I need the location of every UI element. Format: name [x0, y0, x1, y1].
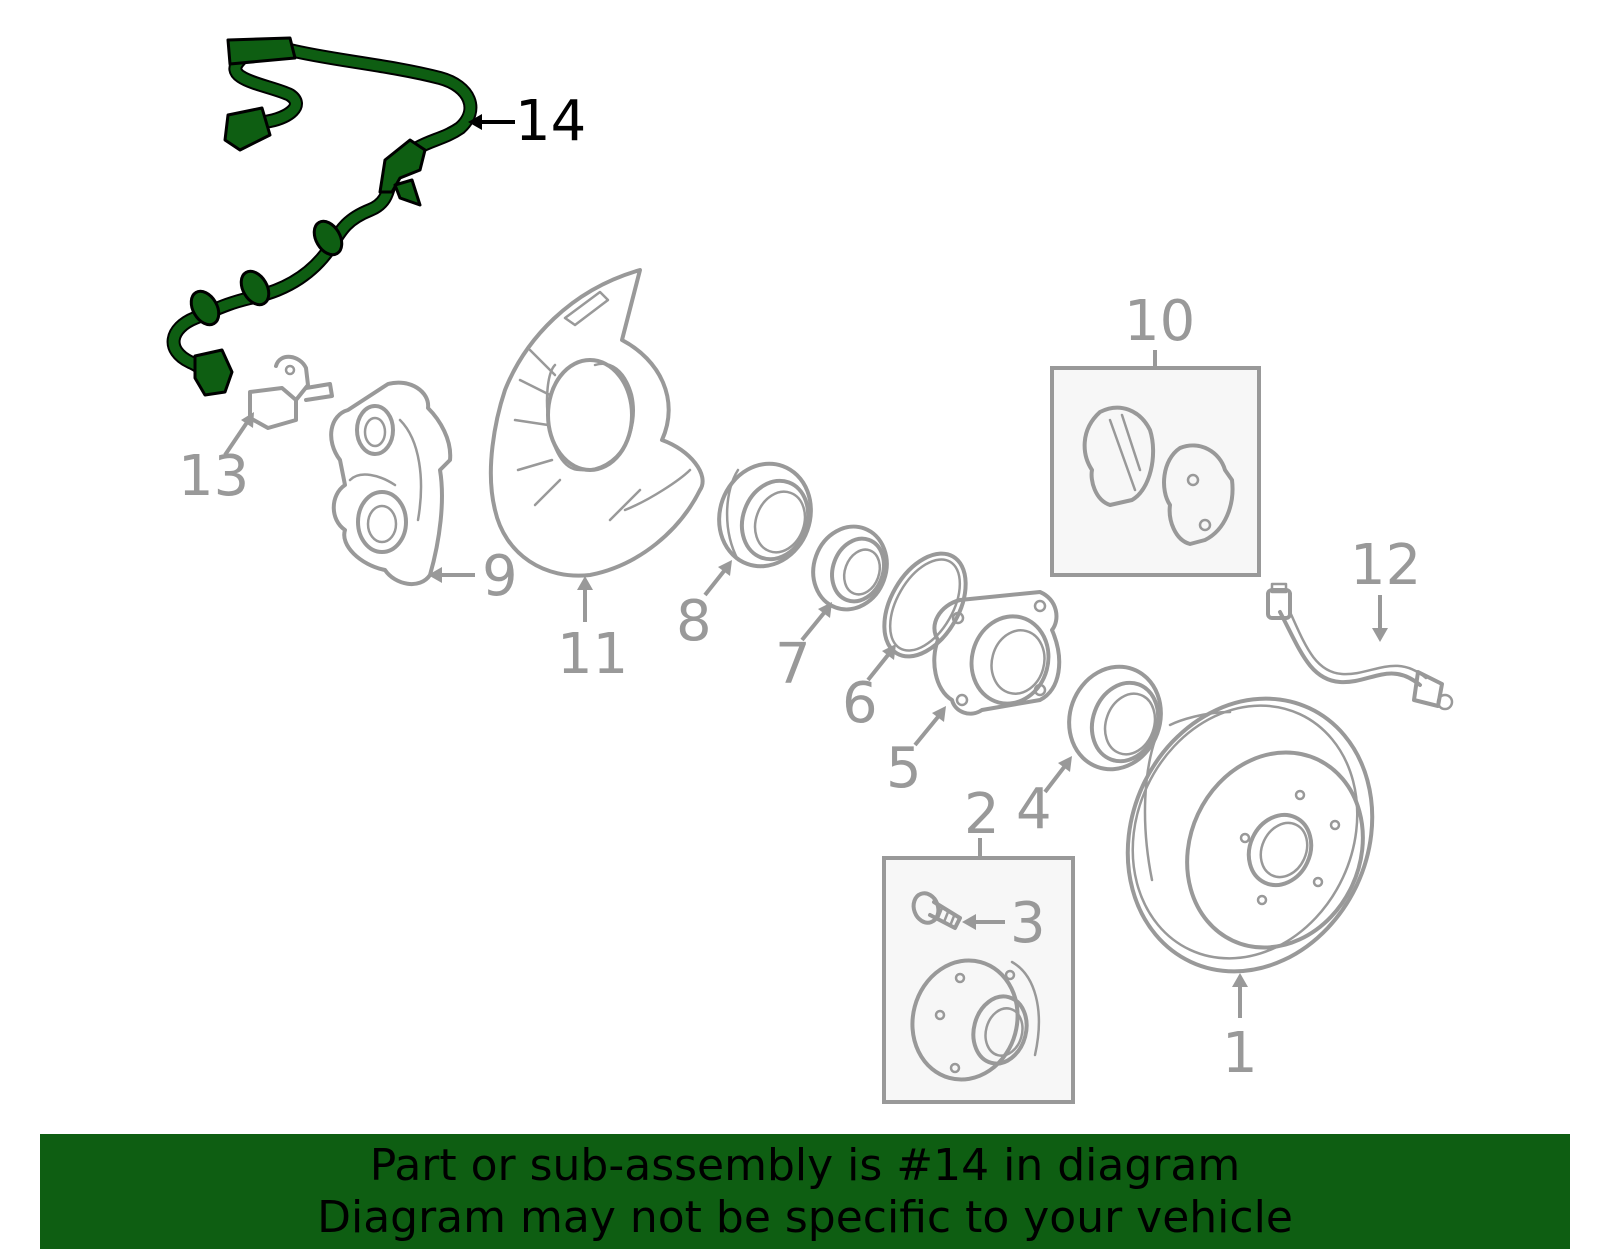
callout-7: 7 [775, 602, 832, 697]
callout-9: 9 [428, 544, 518, 609]
callout-10: 10 [1124, 289, 1195, 368]
part-10-brake-pad-kit[interactable] [1050, 366, 1261, 577]
part-11-dust-shield[interactable] [488, 268, 705, 578]
callout-3-label: 3 [1010, 891, 1046, 956]
part-2-hub-bearing-assembly[interactable] [882, 856, 1075, 1104]
callout-10-label: 10 [1124, 289, 1195, 354]
part-3-wheel-bolt[interactable] [910, 890, 962, 930]
callout-2-label: 2 [964, 782, 1000, 847]
callout-12-label: 12 [1350, 533, 1421, 598]
part-5-wheel-hub[interactable] [932, 590, 1062, 716]
callout-3: 3 [962, 891, 1046, 956]
callout-8-label: 8 [676, 589, 712, 654]
part-14-abs-sensor-harness[interactable] [166, 36, 478, 397]
callout-14: 14 [468, 89, 586, 154]
info-banner: Part or sub-assembly is #14 in diagram D… [40, 1134, 1570, 1249]
part-12-brake-hose[interactable] [1266, 582, 1454, 711]
banner-line-2: Diagram may not be specific to your vehi… [317, 1192, 1293, 1243]
callout-1-label: 1 [1222, 1021, 1258, 1086]
callout-1: 1 [1222, 973, 1258, 1086]
callout-7-label: 7 [775, 632, 811, 697]
callout-11: 11 [557, 576, 628, 687]
callout-5: 5 [886, 706, 946, 801]
callout-4: 4 [1016, 756, 1072, 842]
part-4-seal[interactable] [1055, 654, 1175, 783]
callout-9-label: 9 [482, 544, 518, 609]
callout-4-label: 4 [1016, 777, 1052, 842]
callout-6-label: 6 [842, 671, 878, 736]
callout-14-label: 14 [515, 89, 586, 154]
part-13-abs-sensor[interactable] [248, 354, 334, 430]
callout-8: 8 [676, 560, 732, 654]
banner-line-1: Part or sub-assembly is #14 in diagram [369, 1140, 1241, 1191]
callout-12: 12 [1350, 533, 1421, 642]
callout-2: 2 [964, 782, 1000, 858]
callout-5-label: 5 [886, 736, 922, 801]
part-8-oil-seal[interactable] [705, 451, 825, 580]
callout-13-label: 13 [178, 444, 249, 509]
part-1-brake-rotor[interactable] [1084, 658, 1416, 1012]
callout-13: 13 [178, 412, 254, 509]
callout-6: 6 [842, 644, 896, 736]
callout-11-label: 11 [557, 622, 628, 687]
part-7-bearing[interactable] [802, 516, 898, 620]
part-9-steering-knuckle[interactable] [329, 380, 453, 586]
